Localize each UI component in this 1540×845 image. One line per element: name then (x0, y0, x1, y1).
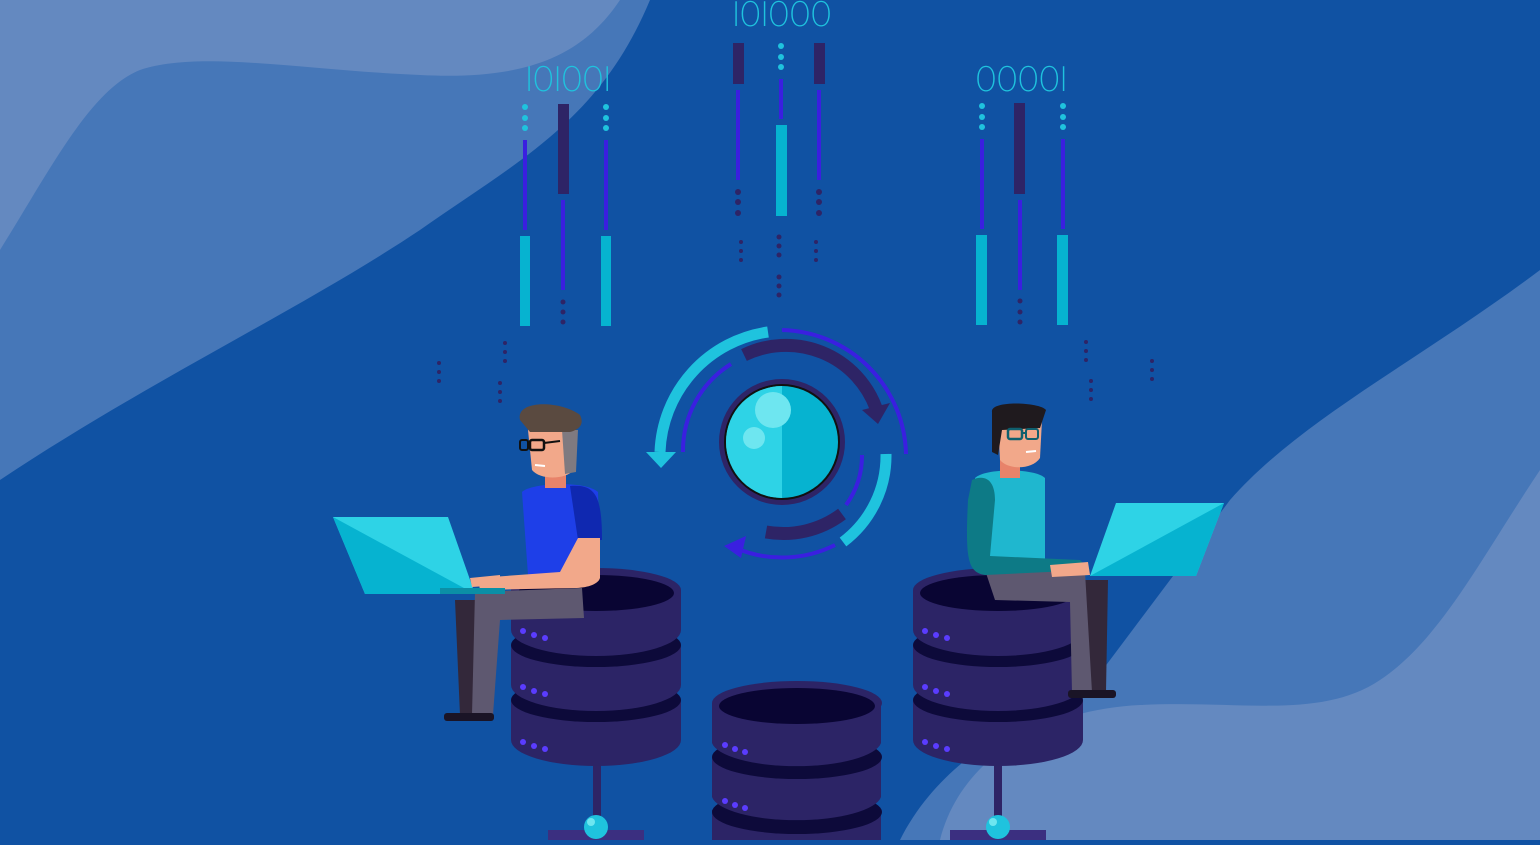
developer-right (966, 403, 1224, 698)
binary-label-center: IOIOOO (732, 0, 832, 35)
sync-cycle-icon (646, 326, 908, 560)
developer-left (333, 404, 602, 721)
data-stream-right (976, 103, 1154, 401)
database-server-center (712, 681, 882, 840)
binary-label-right: OOOOI (975, 60, 1068, 100)
data-stream-left (437, 104, 611, 403)
data-stream-center (733, 43, 825, 298)
binary-label-left: IOIOOI (525, 60, 611, 100)
